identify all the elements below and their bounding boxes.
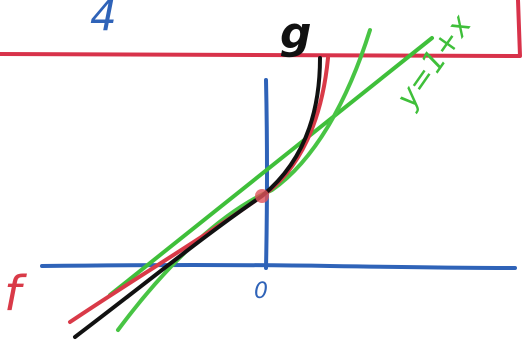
curve-f (68, 56, 330, 324)
tangent-point-dot (255, 189, 269, 203)
green-curve (116, 28, 372, 332)
x-axis-line (40, 263, 517, 270)
curve-f-label: f (4, 266, 27, 322)
number-four-label: 4 (90, 0, 117, 40)
red-box-outline (0, 0, 522, 58)
y-axis-line (264, 78, 269, 270)
origin-label: 0 (254, 279, 268, 304)
curve-g-label: g (280, 8, 312, 59)
tangent-line (108, 36, 434, 297)
